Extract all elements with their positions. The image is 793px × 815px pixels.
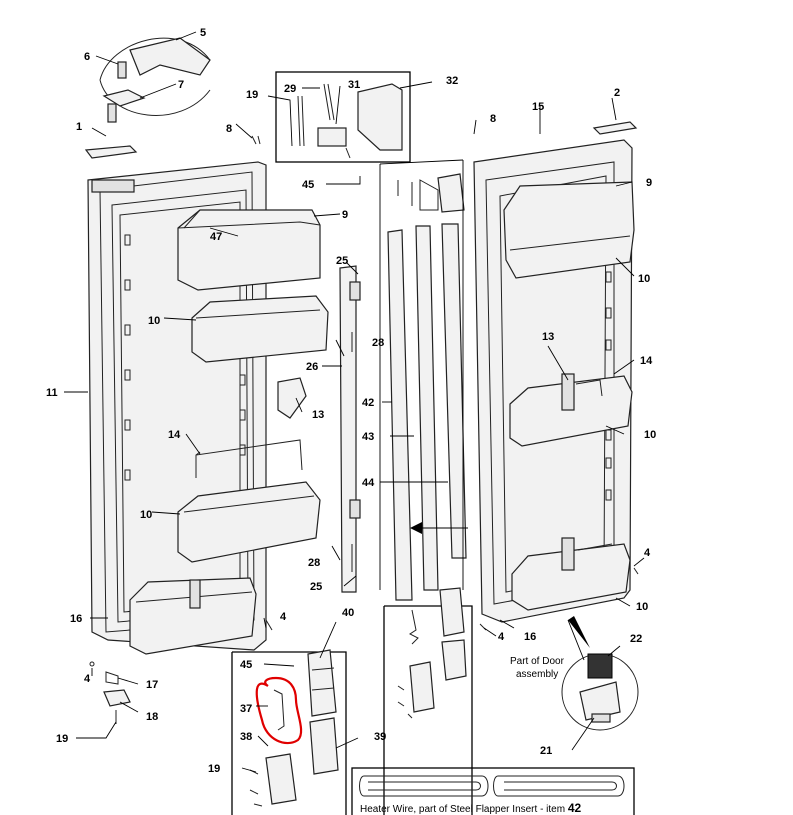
callout-18: 18 (146, 711, 158, 723)
callout-13-right: 13 (542, 331, 554, 343)
left-top-trim-cap (84, 145, 138, 159)
left-door-shelf-upper (191, 295, 329, 363)
right-top-bin (503, 181, 635, 279)
callout-8-left: 8 (226, 123, 232, 135)
heater-wire-drawing (359, 775, 625, 797)
callout-9-left: 9 (342, 209, 348, 221)
callout-25-top: 25 (336, 255, 348, 267)
callout-10-e: 10 (636, 601, 648, 613)
spring-detail-box (383, 605, 473, 815)
callout-4-b: 4 (280, 611, 287, 623)
callout-43: 43 (362, 431, 374, 443)
callout-42: 42 (362, 397, 374, 409)
callout-4-d: 4 (498, 631, 505, 643)
center-strips (339, 173, 467, 601)
callout-10-c: 10 (140, 509, 152, 521)
callout-45-bottom: 45 (240, 659, 252, 671)
hinge-parts (297, 83, 403, 159)
callout-45-top: 45 (302, 179, 314, 191)
right-top-trim-cap (592, 121, 638, 135)
top-left-hinge-assembly (84, 37, 211, 159)
callout-26: 26 (306, 361, 318, 373)
callout-2: 2 (614, 87, 620, 99)
part-of-door-note-line2: assembly (516, 669, 558, 680)
heater-wire-note-item: 42 (568, 801, 582, 815)
callout-10-b: 10 (638, 273, 650, 285)
callout-25-bottom: 25 (310, 581, 322, 593)
heater-wire-note-prefix: Heater Wire, part of Steel Flapper Inser… (360, 804, 568, 815)
spring-detail-parts (397, 587, 467, 719)
hinge-detail-box (231, 651, 347, 815)
callout-40: 40 (342, 607, 354, 619)
callout-labels: 1 2 5 6 7 8 8 9 9 10 10 10 10 10 11 13 1… (46, 27, 656, 815)
callout-28-bottom: 28 (308, 557, 320, 569)
hinge-parts-box (275, 71, 411, 163)
door-assembly-detail (561, 616, 639, 731)
right-door-shelf-upper (509, 373, 633, 447)
callout-1: 1 (76, 121, 82, 133)
left-shelf-divider (277, 377, 307, 419)
part-of-door-note-line1: Part of Door (510, 656, 565, 667)
callout-38: 38 (240, 731, 252, 743)
left-top-bin (177, 209, 321, 291)
left-door-shelf-lower (177, 481, 321, 563)
callout-21: 21 (540, 745, 552, 757)
hinge-detail-parts (249, 649, 339, 807)
callout-15: 15 (532, 101, 544, 113)
highlight-part-37 (255, 676, 303, 745)
callout-6: 6 (84, 51, 90, 63)
callout-7: 7 (178, 79, 184, 91)
callout-11: 11 (46, 387, 58, 399)
callout-47: 47 (210, 231, 222, 243)
heater-wire-box (351, 767, 635, 815)
callout-5: 5 (200, 27, 206, 39)
callout-4-c: 4 (644, 547, 651, 559)
callout-10-d: 10 (644, 429, 656, 441)
callout-19-c: 19 (208, 763, 220, 775)
callout-13-left: 13 (312, 409, 324, 421)
callout-17: 17 (146, 679, 158, 691)
callout-19-b: 19 (246, 89, 258, 101)
callout-29: 29 (284, 83, 296, 95)
callout-39: 39 (374, 731, 386, 743)
callout-37: 37 (240, 703, 252, 715)
callout-16-left: 16 (70, 613, 82, 625)
left-small-hardware (89, 135, 273, 724)
heater-wire-note: Heater Wire, part of Steel Flapper Inser… (360, 801, 582, 815)
callout-28-top: 28 (372, 337, 384, 349)
callout-10-a: 10 (148, 315, 160, 327)
left-door-bottom-shelf (129, 577, 257, 655)
callout-9-right: 9 (646, 177, 652, 189)
callout-16-right: 16 (524, 631, 536, 643)
right-door-shelf-lower (511, 537, 631, 611)
callout-14-left: 14 (168, 429, 181, 441)
leader-lines (64, 31, 645, 773)
right-screw (633, 567, 639, 575)
callout-31: 31 (348, 79, 360, 91)
callout-22: 22 (630, 633, 642, 645)
callout-4-a: 4 (84, 673, 91, 685)
callout-44: 44 (362, 477, 375, 489)
callout-19-a: 19 (56, 733, 68, 745)
callout-14-right: 14 (640, 355, 653, 367)
callout-8-right: 8 (490, 113, 496, 125)
callout-32: 32 (446, 75, 458, 87)
